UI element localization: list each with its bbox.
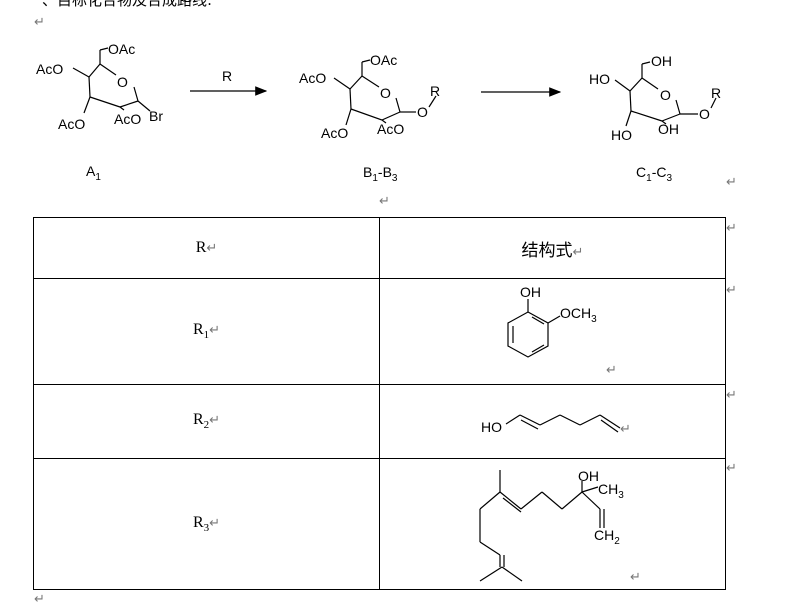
- och3-label: OCH3: [560, 305, 597, 325]
- oh-label: OH: [578, 468, 599, 484]
- row-label-r1: R1↵: [33, 278, 380, 385]
- structure-cell-r3: OH CH3 CH2 ↵: [379, 458, 726, 590]
- structure-guaiacol: OH OCH3 ↵: [507, 284, 617, 377]
- aco-label: AcO: [377, 121, 404, 137]
- oac-label: OAc: [370, 52, 397, 68]
- paragraph-mark: ↵: [726, 283, 737, 298]
- structure-cell-r1: OH OCH3 ↵: [379, 278, 726, 385]
- structure-cell-r2: HO ↵: [379, 384, 726, 459]
- ho-label: HO: [481, 419, 502, 435]
- table-row: R2↵ HO ↵: [33, 384, 726, 459]
- row-label-r2: R2↵: [33, 384, 380, 459]
- paragraph-mark: ↵: [620, 421, 631, 436]
- structure-linalool-ext: OH CH3 CH2 ↵: [479, 468, 641, 584]
- ring-oxygen: O: [380, 85, 391, 101]
- oh-label: OH: [658, 121, 679, 137]
- aco-label: AcO: [114, 111, 141, 127]
- paragraph-mark: ↵: [726, 221, 737, 236]
- r-group-label: R: [711, 85, 721, 101]
- aco-label: AcO: [321, 125, 348, 141]
- aco-label: AcO: [58, 116, 85, 132]
- glycosidic-oxygen: O: [699, 106, 710, 122]
- label-c1-c3: C1-C3: [636, 164, 672, 184]
- document-title-partial: 、目标化合物及合成路线:: [42, 0, 213, 9]
- row-label-r3: R3↵: [33, 458, 380, 590]
- ch2-label: CH2: [594, 527, 620, 547]
- ch3-label: CH3: [598, 481, 624, 501]
- header-structure: 结构式↵: [379, 217, 726, 279]
- r-group-label: R: [430, 83, 440, 99]
- oh-label: OH: [651, 53, 672, 69]
- molecule-b: [333, 59, 437, 126]
- table-row: R3↵: [33, 458, 726, 590]
- table-row: R1↵ OH OCH3 ↵: [33, 278, 726, 385]
- ho-label: HO: [589, 71, 610, 87]
- ho-label: HO: [611, 127, 632, 143]
- label-b1-b3: B1-B3: [363, 164, 398, 184]
- paragraph-mark: ↵: [34, 15, 45, 30]
- bromine-label: Br: [149, 108, 163, 124]
- structure-hexadienol: HO ↵: [481, 414, 631, 436]
- r-group-table: R↵ 结构式↵ R1↵ OH OCH3 ↵: [33, 217, 726, 590]
- paragraph-mark: ↵: [726, 461, 737, 476]
- paragraph-mark: ↵: [726, 388, 737, 403]
- label-a1: A1: [86, 163, 101, 183]
- paragraph-mark: ↵: [606, 362, 617, 377]
- molecule-b-labels: AcO OAc O AcO AcO O R: [299, 52, 440, 141]
- table-header-row: R↵ 结构式↵: [33, 217, 726, 279]
- molecule-c-labels: HO OH O HO OH O R: [589, 53, 721, 143]
- reagent-label: R: [222, 68, 232, 84]
- aco-label: AcO: [36, 61, 63, 77]
- paragraph-mark: ↵: [34, 592, 45, 607]
- oac-label: OAc: [108, 41, 135, 57]
- paragraph-mark: ↵: [726, 175, 737, 190]
- ring-oxygen: O: [117, 74, 128, 90]
- ring-oxygen: O: [660, 87, 671, 103]
- reaction-scheme: AcO OAc O AcO AcO Br A1 R AcO OAc O AcO …: [36, 41, 721, 184]
- paragraph-mark: ↵: [630, 569, 641, 584]
- oh-label: OH: [520, 284, 541, 300]
- aco-label: AcO: [299, 70, 326, 86]
- paragraph-mark: ↵: [379, 194, 390, 209]
- molecule-c: [614, 61, 717, 127]
- molecule-a1-labels: AcO OAc O AcO AcO Br: [36, 41, 163, 132]
- molecule-a1: [72, 47, 151, 114]
- header-r: R↵: [33, 217, 380, 279]
- glycosidic-oxygen: O: [417, 104, 428, 120]
